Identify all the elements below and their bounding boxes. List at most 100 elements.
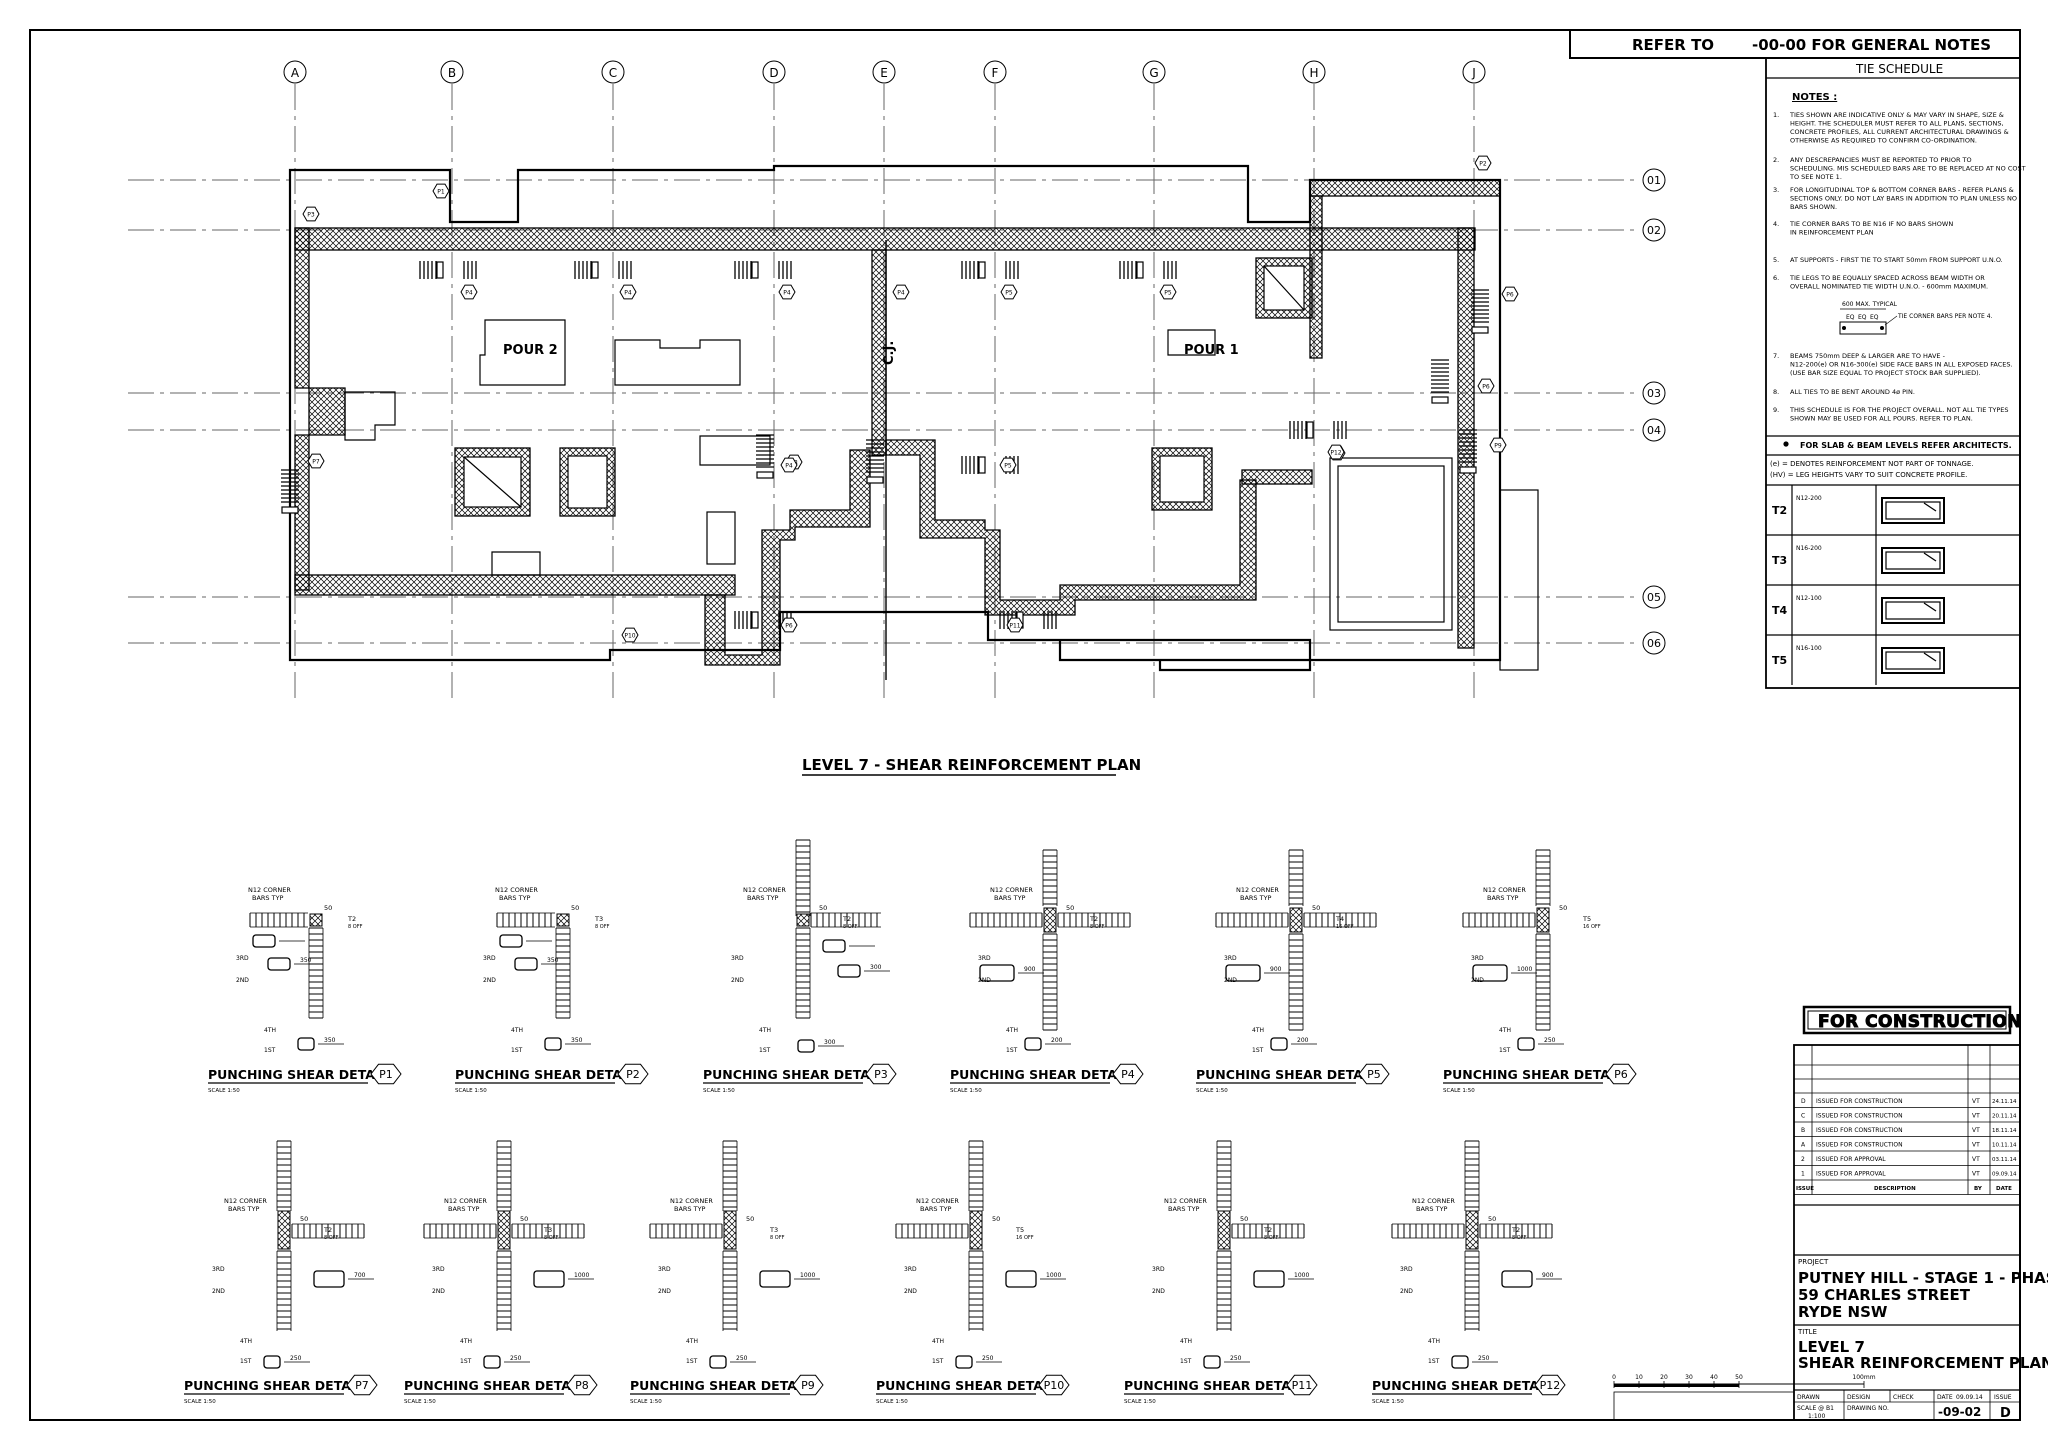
svg-text:18.11.14: 18.11.14 <box>1992 1128 2017 1134</box>
detail-label: PUNCHING SHEAR DETAIL <box>876 1378 1056 1393</box>
detail-scale: SCALE 1:50 <box>1372 1399 1404 1405</box>
rev-header-by: BY <box>1974 1186 1983 1192</box>
svg-text:3RD: 3RD <box>236 955 249 962</box>
date-label: DATE <box>1937 1394 1953 1401</box>
svg-text:P5: P5 <box>1004 463 1012 470</box>
detail-label: PUNCHING SHEAR DETAIL <box>404 1378 584 1393</box>
svg-text:1ST: 1ST <box>511 1047 523 1054</box>
svg-text:3RD: 3RD <box>904 1266 917 1273</box>
svg-text:P6: P6 <box>1506 292 1514 299</box>
svg-text:03.11.14: 03.11.14 <box>1992 1157 2017 1163</box>
svg-text:BARS TYP: BARS TYP <box>1168 1205 1200 1213</box>
svg-text:50: 50 <box>324 904 332 912</box>
column-tag-p4: P4 <box>619 284 637 300</box>
column-tag-p9: P9 <box>1489 437 1507 453</box>
grid-label-H: H <box>1309 66 1318 80</box>
detail-label: PUNCHING SHEAR DETAIL <box>1196 1067 1376 1082</box>
note-line: TIE CORNER BARS TO BE N16 IF NO BARS SHO… <box>1789 220 1953 228</box>
svg-text:2ND: 2ND <box>432 1288 445 1295</box>
note-line: THIS SCHEDULE IS FOR THE PROJECT OVERALL… <box>1789 406 2008 414</box>
construction-joint-label: C.J. <box>882 341 897 365</box>
internal-outline-1 <box>614 339 741 386</box>
svg-text:200: 200 <box>1297 1037 1309 1044</box>
svg-text:8 OFF: 8 OFF <box>595 924 610 930</box>
detail-tag: P4 <box>1121 1068 1135 1081</box>
column-tag-p6: P6 <box>1477 378 1495 394</box>
detail-label: PUNCHING SHEAR DETAIL <box>455 1067 635 1082</box>
note-number: 6. <box>1773 274 1779 282</box>
svg-text:3RD: 3RD <box>1471 955 1484 962</box>
note-number: 7. <box>1773 352 1779 360</box>
svg-text:T2: T2 <box>1089 915 1098 923</box>
svg-text:1ST: 1ST <box>1428 1358 1440 1365</box>
tick-group <box>866 439 884 484</box>
sketch-note: TIE CORNER BARS PER NOTE 4. <box>1897 313 1993 320</box>
note-number: 1. <box>1773 111 1779 119</box>
svg-text:ISSUED FOR CONSTRUCTION: ISSUED FOR CONSTRUCTION <box>1816 1098 1903 1105</box>
note-line: OTHERWISE AS REQUIRED TO CONFIRM CO-ORDI… <box>1790 137 1977 145</box>
detail-scale: SCALE 1:50 <box>703 1088 735 1094</box>
svg-text:4TH: 4TH <box>932 1338 944 1345</box>
grid-bubble-C <box>601 60 625 84</box>
scale-end-label: 100mm <box>1852 1374 1875 1381</box>
beam-stepped-right <box>885 439 1257 616</box>
scale-tick-label: 20 <box>1660 1374 1668 1381</box>
detail-label: PUNCHING SHEAR DETAIL <box>1124 1378 1304 1393</box>
svg-text:350: 350 <box>324 1037 336 1044</box>
svg-text:8 OFF: 8 OFF <box>544 1235 559 1241</box>
detail-label: PUNCHING SHEAR DETAIL <box>208 1067 388 1082</box>
tick-group <box>1289 421 1347 439</box>
svg-text:N12 CORNER: N12 CORNER <box>743 886 786 894</box>
svg-text:P1: P1 <box>437 189 445 196</box>
detail-scale: SCALE 1:50 <box>404 1399 436 1405</box>
stamp-text: FOR CONSTRUCTION <box>1818 1012 2022 1032</box>
svg-text:BARS TYP: BARS TYP <box>252 894 284 902</box>
svg-text:N12 CORNER: N12 CORNER <box>224 1197 267 1205</box>
detail-scale: SCALE 1:50 <box>1124 1399 1156 1405</box>
svg-text:1ST: 1ST <box>1499 1047 1511 1054</box>
svg-text:P10: P10 <box>624 633 635 640</box>
svg-text:20.11.14: 20.11.14 <box>1992 1114 2017 1120</box>
beam-left-upper <box>294 227 310 389</box>
grid-label-D: D <box>769 66 778 80</box>
svg-text:50: 50 <box>1488 1215 1496 1223</box>
svg-text:BARS TYP: BARS TYP <box>448 1205 480 1213</box>
grid-bubble-F <box>983 60 1007 84</box>
svg-text:3RD: 3RD <box>483 955 496 962</box>
detail-label: PUNCHING SHEAR DETAIL <box>1443 1067 1623 1082</box>
grid-bubble-D <box>762 60 786 84</box>
svg-text:P11: P11 <box>1009 623 1020 630</box>
svg-text:N12 CORNER: N12 CORNER <box>1164 1197 1207 1205</box>
svg-text:P9: P9 <box>1494 443 1502 450</box>
detail-tag: P8 <box>575 1379 589 1392</box>
detail-tag: P9 <box>801 1379 815 1392</box>
svg-text:2ND: 2ND <box>212 1288 225 1295</box>
project-line-2: 59 CHARLES STREET <box>1798 1286 1971 1304</box>
note-number: 9. <box>1773 406 1779 414</box>
beam-right-top <box>1309 179 1501 197</box>
svg-text:T2: T2 <box>842 915 851 923</box>
svg-text:350: 350 <box>300 957 312 964</box>
grid-label-01: 01 <box>1647 174 1661 187</box>
grid-bubble-E <box>872 60 896 84</box>
grid-label-E: E <box>880 66 888 80</box>
svg-text:3RD: 3RD <box>1400 1266 1413 1273</box>
grid-label-A: A <box>291 66 300 80</box>
svg-text:N12 CORNER: N12 CORNER <box>1412 1197 1455 1205</box>
svg-text:ISSUED FOR APPROVAL: ISSUED FOR APPROVAL <box>1816 1156 1886 1163</box>
svg-text:1ST: 1ST <box>1006 1047 1018 1054</box>
drawn-label: DRAWN <box>1797 1394 1820 1401</box>
detail-tag: P6 <box>1614 1068 1628 1081</box>
svg-text:1: 1 <box>1801 1171 1805 1178</box>
refer-header: REFER TO -00-00 FOR GENERAL NOTES <box>1569 29 2021 59</box>
svg-text:1ST: 1ST <box>686 1358 698 1365</box>
